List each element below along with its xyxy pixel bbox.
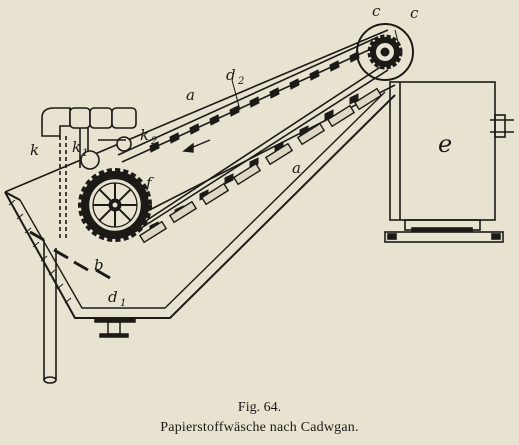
- pulley-hub: [380, 47, 390, 57]
- trough-left-edge: [4, 191, 21, 201]
- trough-inner-wall: [19, 91, 386, 309]
- pipe-block-1: [69, 107, 91, 129]
- direction-arrow: [182, 139, 211, 153]
- machine-drawing: a a b c c d 2 d 1 e f k 1 k 2 k: [4, 2, 514, 384]
- label-a-lower: a: [292, 159, 301, 177]
- drum-axle: [112, 202, 118, 208]
- belt-top-outer: [117, 36, 379, 156]
- belt-bottom-outer: [134, 69, 389, 233]
- belt-bottom-inner: [137, 63, 386, 227]
- gearbox-shaft: [490, 119, 514, 133]
- label-k2-sub: 2: [150, 136, 157, 147]
- drain-pipe: [43, 240, 57, 384]
- gearbox-shaft-box: [494, 114, 506, 138]
- label-k1: k: [72, 138, 81, 156]
- label-c-right: c: [410, 4, 419, 22]
- trough-hatching: [8, 199, 72, 304]
- outlet-base: [99, 333, 129, 338]
- outlet-stem: [107, 321, 121, 335]
- label-c-left: c: [372, 2, 381, 20]
- figure-caption: Papierstoffwäsche nach Cadwgan.: [160, 420, 359, 435]
- gearbox-base: [384, 231, 504, 243]
- figure-number: Fig. 64.: [237, 400, 282, 415]
- drum-wheel-f: [78, 168, 152, 242]
- label-b: b: [94, 256, 104, 274]
- outlet-d1: [94, 317, 136, 338]
- label-d1-sub: 1: [120, 298, 126, 309]
- pipe-assembly-k: [41, 107, 137, 240]
- label-e: e: [438, 130, 452, 158]
- label-a-upper: a: [186, 86, 195, 104]
- pipe-verticals: [59, 128, 89, 240]
- gearbox-base-blocks: [387, 227, 501, 240]
- frame-lower-rail: [119, 84, 396, 226]
- label-k2: k: [140, 126, 149, 144]
- label-k-left: k: [30, 141, 39, 159]
- label-d1: d: [108, 288, 118, 306]
- label-k1-sub: 1: [82, 148, 88, 159]
- label-f: f: [145, 174, 154, 192]
- pulley-c: [356, 23, 414, 81]
- pipe-elbow: [41, 107, 71, 137]
- paddles-top-run: [149, 51, 360, 153]
- pulley-outer: [356, 23, 414, 81]
- conveyor-belt-bottom: [134, 63, 389, 233]
- label-d2: d: [226, 66, 236, 84]
- pipe-block-3: [111, 107, 137, 129]
- drain-pipe-end: [43, 376, 57, 384]
- pipe-valve-k1: [80, 150, 100, 170]
- label-d2-sub: 2: [237, 76, 244, 87]
- label-markers: [231, 29, 399, 111]
- pipe-valve-k2: [116, 136, 132, 152]
- trough-outer-wall: [4, 94, 396, 319]
- diagram-labels: a a b c c d 2 d 1 e f k 1 k 2 k: [30, 2, 452, 309]
- frame-upper-rail: [4, 29, 389, 193]
- wash-blocks: [138, 87, 383, 244]
- pipe-block-2: [89, 107, 113, 129]
- gearbox-e: [384, 81, 514, 243]
